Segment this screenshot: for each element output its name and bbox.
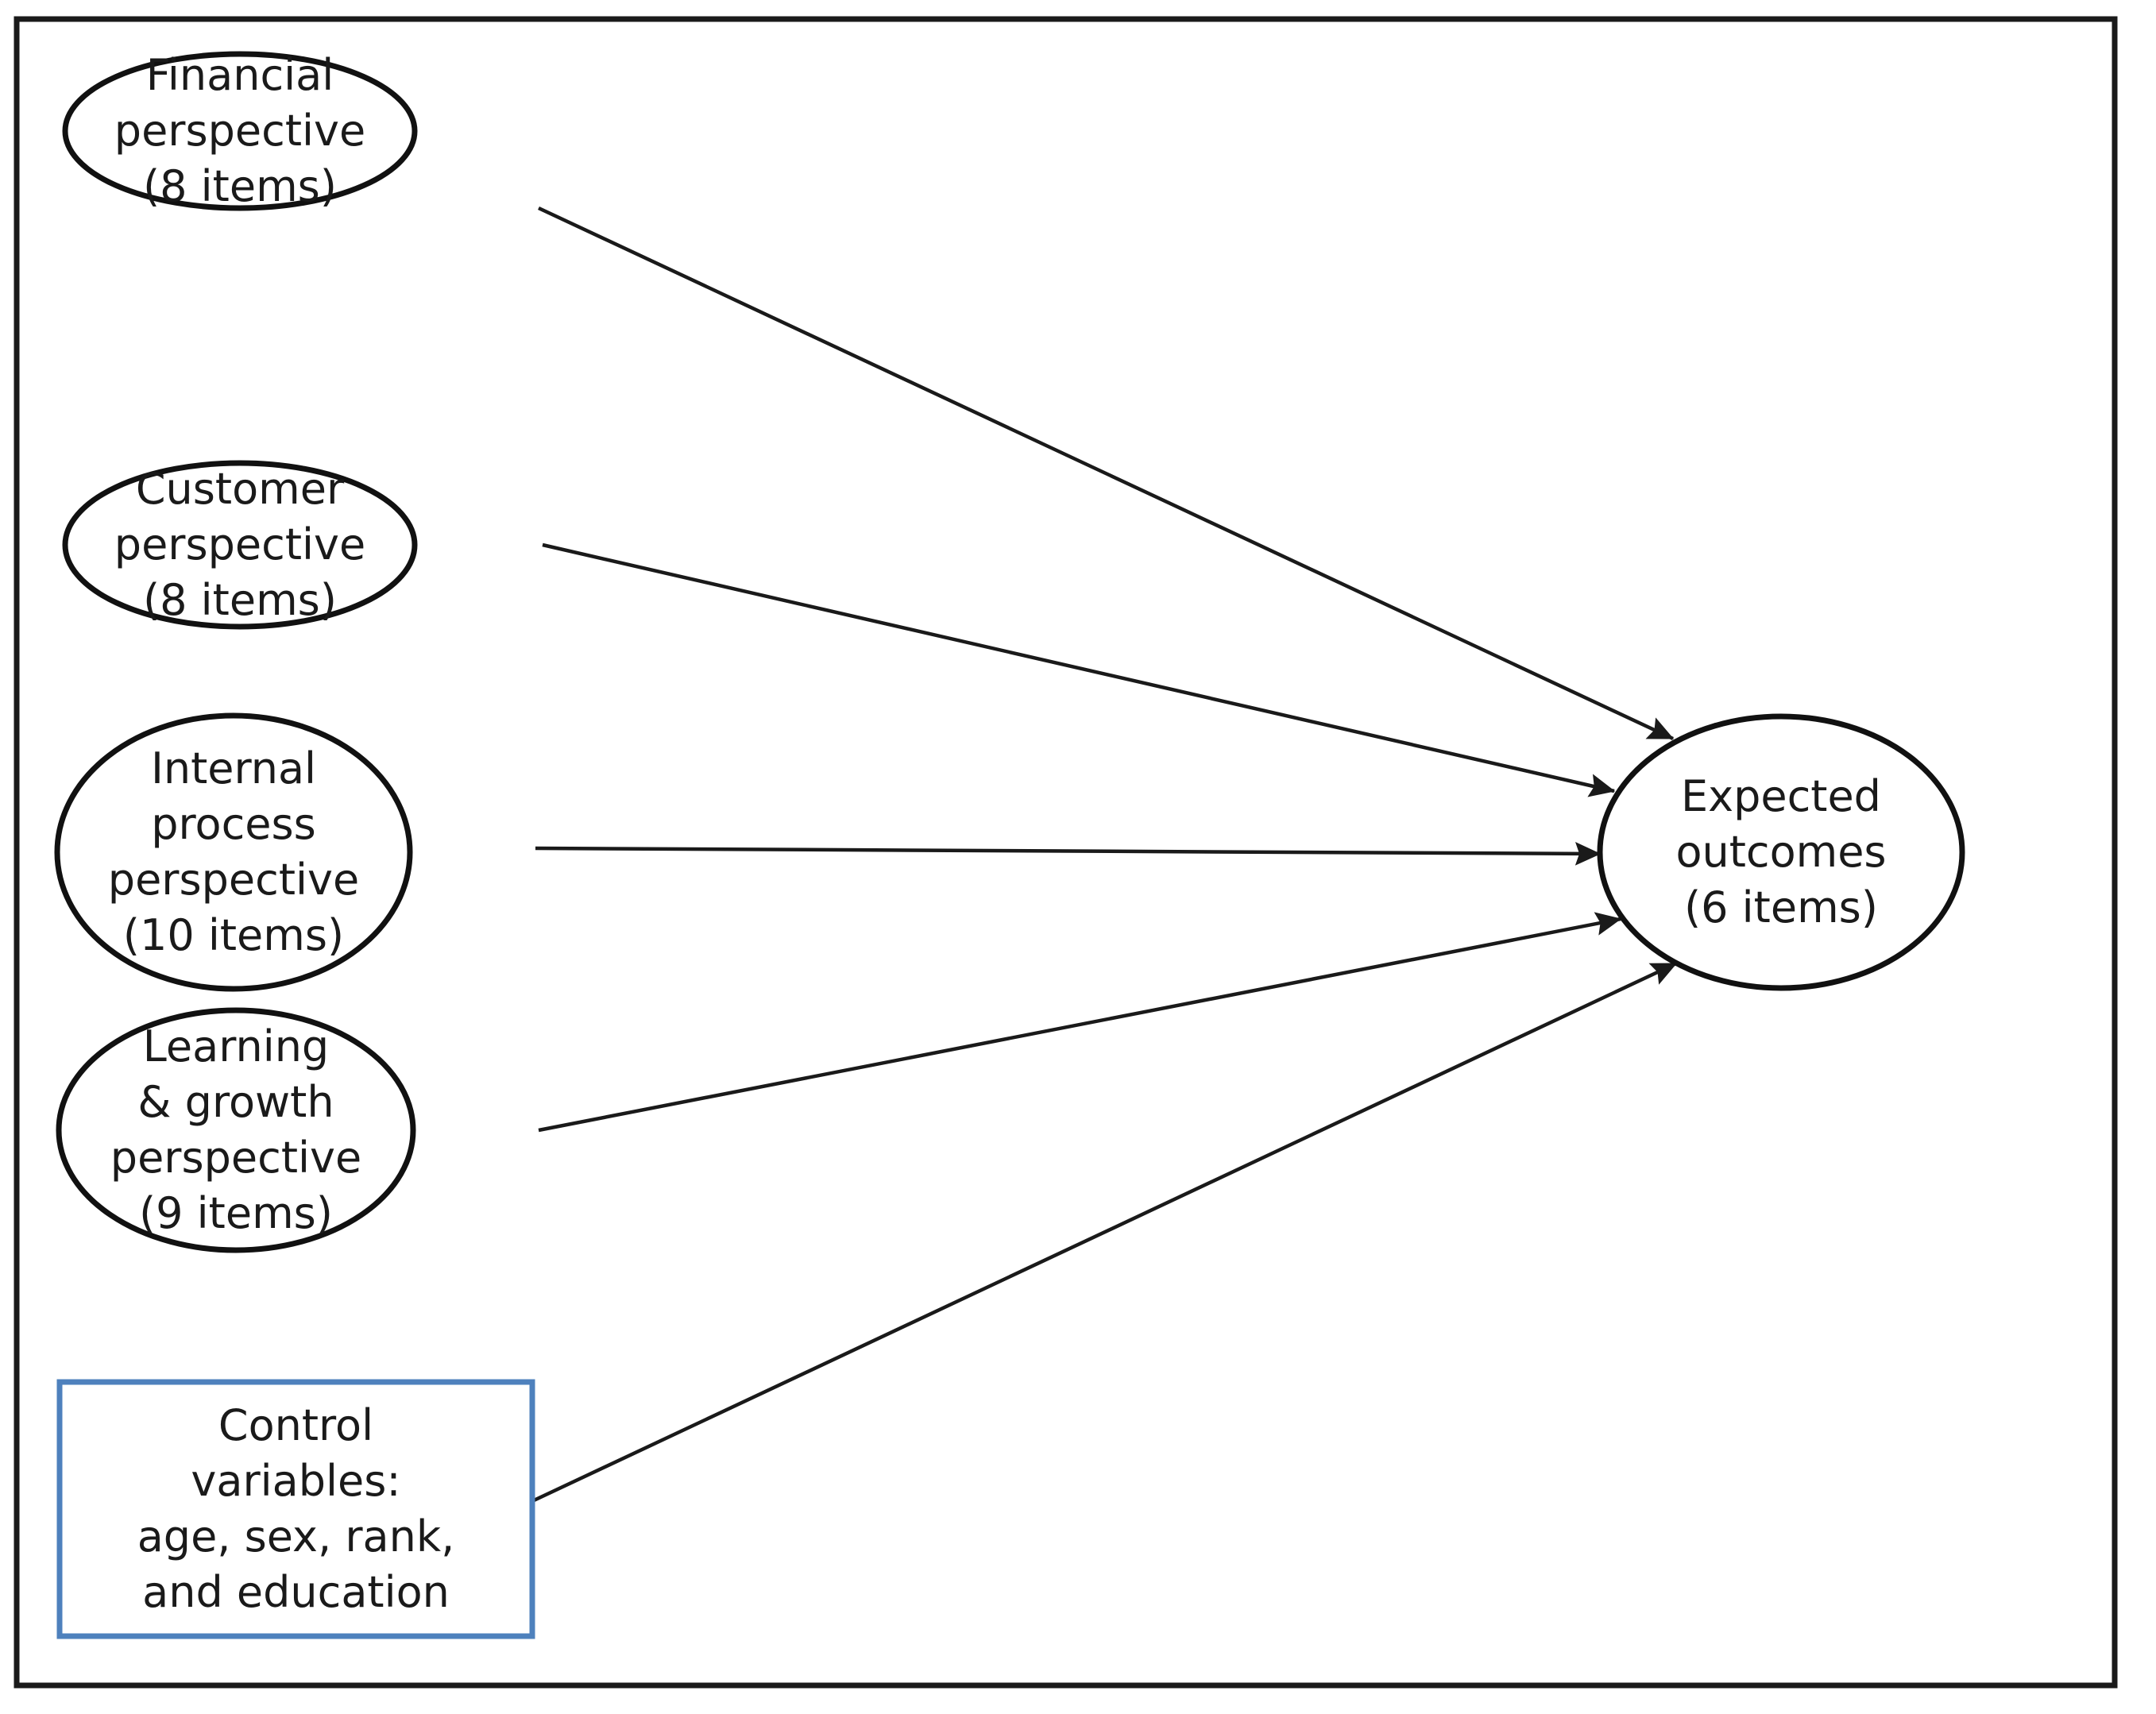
node-shape-internal-process[interactable] bbox=[54, 712, 413, 992]
node-shape-financial[interactable] bbox=[62, 51, 418, 211]
edge-learning-growth-to-outcomes bbox=[538, 912, 1622, 1133]
node-shape-expected-outcomes[interactable] bbox=[1597, 713, 1965, 991]
edge-financial-to-outcomes bbox=[538, 206, 1675, 741]
edge-customer-to-outcomes bbox=[542, 542, 1616, 797]
node-shape-learning-growth[interactable] bbox=[56, 1007, 416, 1253]
node-shape-customer[interactable] bbox=[62, 460, 418, 630]
node-shape-control-variables[interactable] bbox=[56, 1379, 535, 1639]
edge-control-variables-to-outcomes bbox=[531, 961, 1678, 1504]
edge-internal-process-to-outcomes bbox=[535, 841, 1602, 866]
